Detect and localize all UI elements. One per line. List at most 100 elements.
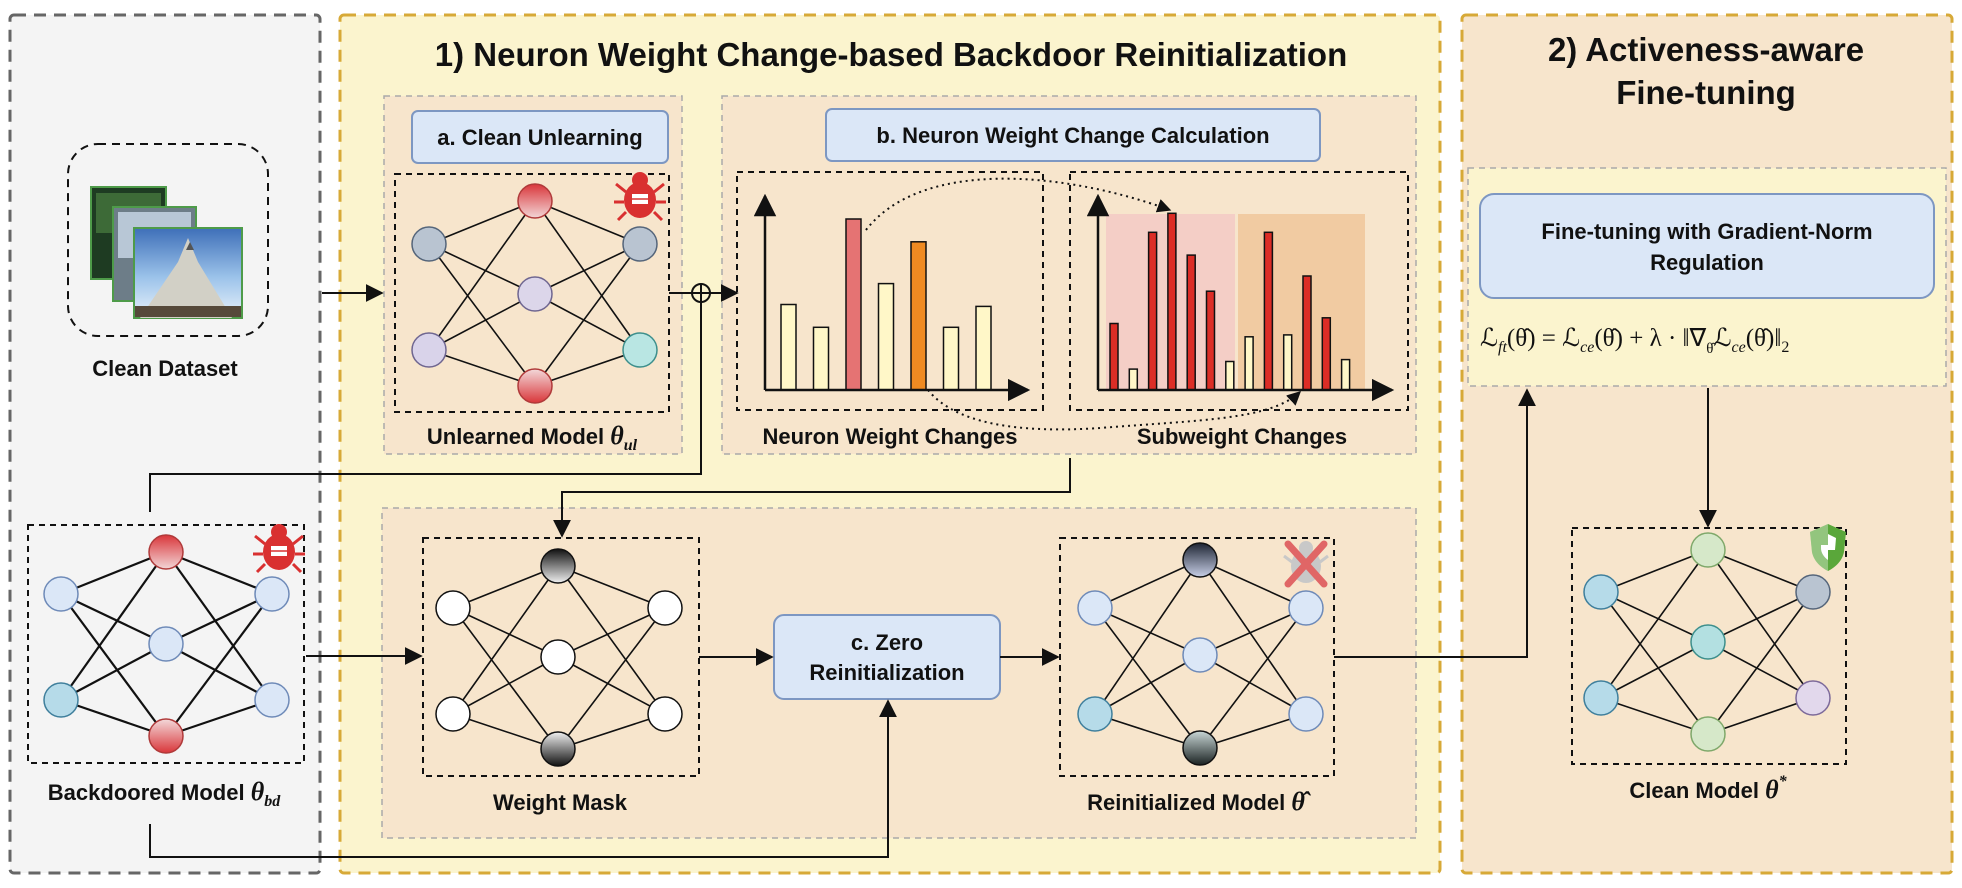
mask-output-node-1: [647, 590, 683, 626]
backdoored-output-node-1: [254, 576, 290, 612]
step-b-box: [825, 108, 1321, 162]
weight-mask-frame: [422, 537, 700, 777]
neuron-weight-changes-caption: Neuron Weight Changes: [762, 424, 1017, 449]
subweight-bar: [1225, 360, 1235, 391]
subweight-bar: [1109, 322, 1119, 391]
clean-hidden-node-2: [1690, 624, 1726, 660]
neuron-bar: [877, 282, 895, 391]
subweight-bar: [1167, 212, 1177, 391]
clean-output-node-1: [1795, 574, 1831, 610]
subweight-bar: [1302, 275, 1312, 391]
step-c-label-line1: c. Zero: [851, 630, 923, 655]
reinit-input-node-1: [1077, 590, 1113, 626]
backdoored-hidden-node-3: [148, 718, 184, 754]
clean-model-edges: [1600, 549, 1814, 735]
subweight-bar: [1282, 334, 1293, 391]
clean-model-frame: [1571, 527, 1847, 765]
mask-input-node-2: [435, 696, 471, 732]
subweight-bar: [1263, 231, 1274, 391]
oplus-icon: [691, 283, 711, 303]
backdoored-input-node-2: [43, 682, 79, 718]
finetune-label-line1: Fine-tuning with Gradient-Norm: [1541, 219, 1872, 244]
neuron-bar: [812, 326, 830, 391]
unlearned-output-node-2: [622, 332, 658, 368]
step-c-box: [773, 614, 1001, 700]
unlearned-model-frame: [394, 173, 670, 413]
dataset-label: Clean Dataset: [92, 356, 238, 381]
reinit-hidden-node-3: [1182, 730, 1218, 766]
step-a-label: a. Clean Unlearning: [437, 125, 642, 150]
clean-hidden-node-3: [1690, 716, 1726, 752]
mask-hidden-node-3: [540, 731, 576, 767]
reinit-output-node-2: [1288, 696, 1324, 732]
mask-output-node-2: [647, 696, 683, 732]
reinit-output-node-1: [1288, 590, 1324, 626]
mask-hidden-node-2: [540, 639, 576, 675]
neuron-bar: [780, 303, 797, 391]
backdoored-model-edges: [60, 550, 273, 738]
unlearned-input-node-1: [411, 226, 447, 262]
clean-input-node-2: [1583, 680, 1619, 716]
unlearned-hidden-node-2: [517, 276, 553, 312]
mapping-arrow-top: [865, 177, 1172, 231]
neuron-bar: [942, 326, 960, 391]
dataset-box: [67, 143, 269, 337]
arrow-reinit-to-finetune: [1334, 388, 1536, 658]
mask-input-node-1: [435, 590, 471, 626]
subweight-bar: [1147, 231, 1158, 391]
subweight-bar: [1244, 336, 1254, 391]
backdoored-hidden-node-1: [148, 534, 184, 570]
clean-model-caption: Clean Model θ*: [1629, 773, 1787, 804]
backdoored-model-caption: Backdoored Model θbd: [48, 777, 281, 810]
section1-title: 1) Neuron Weight Change-based Backdoor R…: [435, 36, 1348, 73]
dataset-images-icon: [90, 186, 243, 319]
reinitialized-model-frame: [1059, 537, 1335, 777]
weight-mask-edges: [452, 565, 666, 750]
backdoored-hidden-node-2: [148, 626, 184, 662]
step-b-label: b. Neuron Weight Change Calculation: [876, 123, 1269, 148]
bug-icon: [253, 524, 305, 574]
section2-title-line2: Fine-tuning: [1616, 74, 1796, 111]
finetune-box: [1479, 193, 1935, 299]
clean-hidden-node-1: [1690, 532, 1726, 568]
unlearned-input-node-2: [411, 332, 447, 368]
subweight-bar: [1128, 368, 1139, 391]
mask-hidden-node-1: [540, 548, 576, 584]
removed-bug-icon: [1283, 540, 1329, 588]
neuron-bar: [910, 241, 927, 391]
unlearned-model-caption: Unlearned Model θul: [427, 421, 638, 454]
unlearned-hidden-node-1: [517, 183, 553, 219]
subweight-changes-caption: Subweight Changes: [1137, 424, 1347, 449]
subweight-chart-bars: [1109, 212, 1351, 391]
reinitialized-model-edges: [1094, 559, 1307, 749]
reinit-input-node-2: [1077, 696, 1113, 732]
section2-title-line1: 2) Activeness-aware: [1548, 31, 1864, 68]
subweight-chart-frame: [1069, 171, 1409, 411]
arrow-backdoored-to-zero-reinit: [149, 699, 897, 858]
backdoored-input-node-1: [43, 576, 79, 612]
subweight-bar: [1321, 317, 1332, 391]
step-c-label-line2: Reinitialization: [809, 660, 964, 685]
reinitialized-model-caption: Reinitialized Model θ̂: [1087, 787, 1311, 816]
clean-output-node-2: [1795, 680, 1831, 716]
neuron-bar: [845, 218, 862, 391]
neuron-chart-bars: [780, 218, 992, 391]
weight-mask-caption: Weight Mask: [493, 790, 628, 815]
backdoored-model-frame: [27, 524, 305, 764]
subweight-bar: [1186, 254, 1196, 391]
backdoored-output-node-2: [254, 682, 290, 718]
neuron-bar: [975, 305, 992, 391]
reinit-hidden-node-1: [1182, 542, 1218, 578]
subweight-bar: [1205, 290, 1216, 391]
unlearned-output-node-1: [622, 226, 658, 262]
loss-equation: ℒft(θ̂) = ℒce(θ̂) + λ · ‖∇θ̂ℒce(θ̂)‖2: [1480, 325, 1789, 357]
unlearned-model-edges: [428, 200, 641, 387]
arrow-backdoored-to-oplus: [149, 302, 702, 512]
step-a-box: [411, 110, 669, 164]
arrow-changes-to-mask: [553, 458, 1071, 538]
bug-icon: [614, 172, 666, 222]
reinit-hidden-node-2: [1182, 637, 1218, 673]
unlearned-hidden-node-3: [517, 368, 553, 404]
subweight-bar: [1340, 358, 1351, 391]
